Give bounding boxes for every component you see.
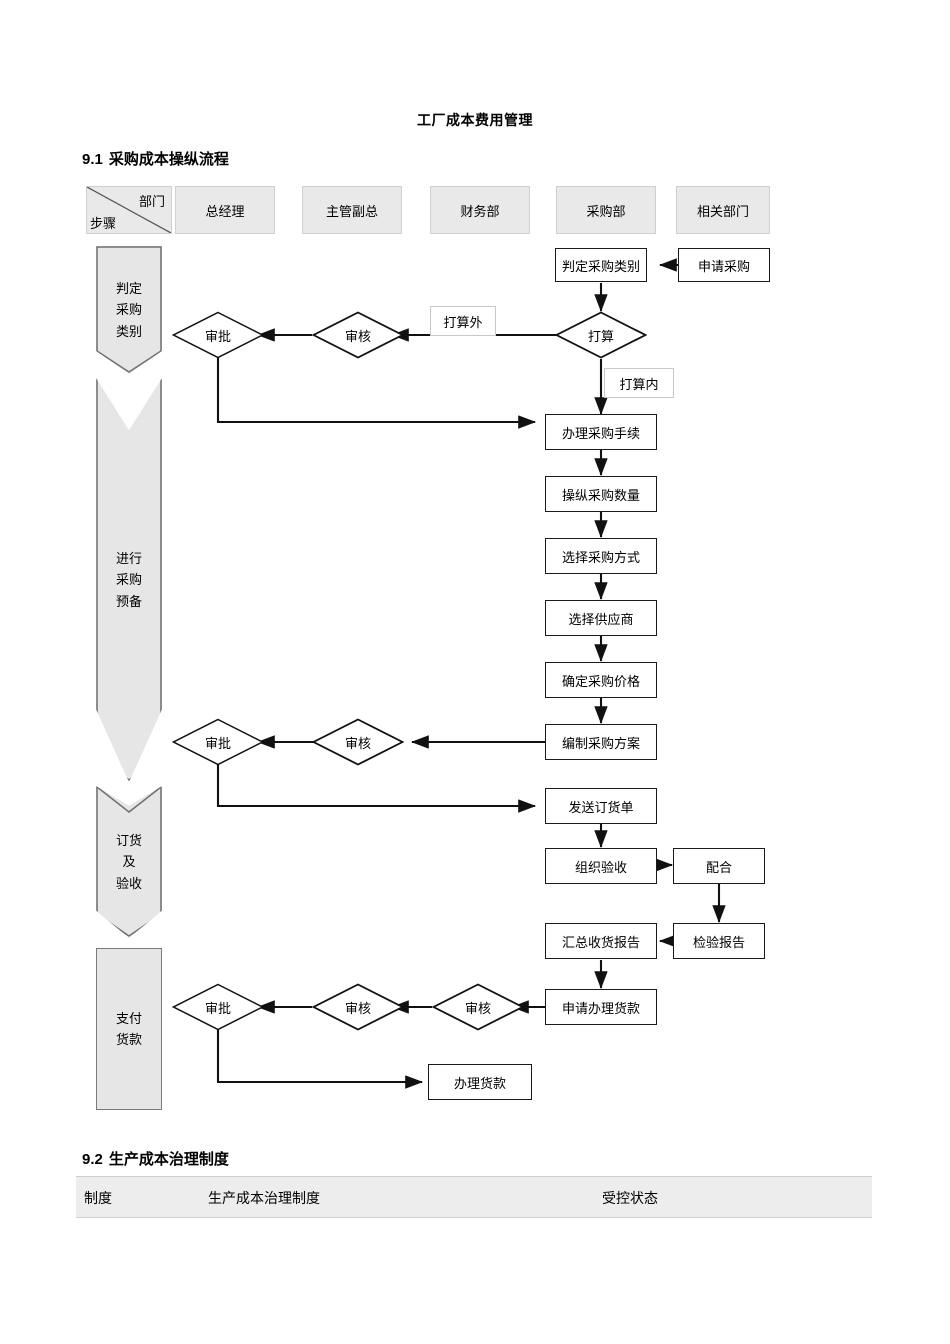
table-header-system: 制度 (84, 1190, 112, 1206)
diamond-shape-icon (432, 983, 524, 1031)
node-prepare-purchase-plan[interactable]: 编制采购方案 (545, 724, 657, 760)
decision-review-4[interactable]: 审核 (432, 983, 524, 1031)
table-header-controlled-status: 受控状态 (602, 1190, 658, 1206)
page-title: 工厂成本费用管理 (417, 112, 533, 128)
section-title-9-2: 生产成本治理制度 (108, 1151, 229, 1168)
step-label-line: 类别 (115, 323, 142, 339)
step-label-line: 判定 (115, 280, 142, 296)
decision-plan-label: 打算 (587, 328, 614, 344)
decision-review-2[interactable]: 审核 (312, 718, 404, 766)
corner-header-step-label: 步骤 (90, 216, 117, 231)
node-apply-payment[interactable]: 申请办理货款 (545, 989, 657, 1025)
step-label-line: 采购 (115, 302, 142, 318)
decision-plan[interactable]: 打算 (555, 311, 647, 359)
corner-header-department-label: 部门 (138, 194, 165, 209)
decision-review-3[interactable]: 审核 (312, 983, 404, 1031)
decision-review-1-label: 审核 (344, 328, 371, 344)
section-number-9-2: 9.2 (82, 1151, 103, 1168)
node-select-supplier[interactable]: 选择供应商 (545, 600, 657, 636)
node-confirm-purchase-price[interactable]: 确定采购价格 (545, 662, 657, 698)
step-block-order-acceptance: 订货 及 验收 (96, 786, 162, 938)
decision-approve-3-label: 审批 (204, 1000, 231, 1016)
step-block-purchase-prepare: 进行 采购 预备 (96, 378, 162, 782)
step-label-line: 订货 (115, 832, 142, 848)
decision-review-3-label: 审核 (344, 1000, 371, 1016)
node-judge-purchase-category[interactable]: 判定采购类别 (555, 248, 647, 282)
decision-approve-2[interactable]: 审批 (172, 718, 264, 766)
decision-approve-3[interactable]: 审批 (172, 983, 264, 1031)
section-title-9-1: 采购成本操纵流程 (108, 151, 229, 168)
decision-approve-1[interactable]: 审批 (172, 311, 264, 359)
section-heading-9-1: 9.1 采购成本操纵流程 (82, 148, 229, 169)
node-process-payment[interactable]: 办理货款 (428, 1064, 532, 1100)
flowchart-corner-header: 部门 步骤 (86, 186, 172, 234)
decision-review-1[interactable]: 审核 (312, 311, 404, 359)
branch-label-outside-plan: 打算外 (430, 306, 496, 336)
step-block-judge-category: 判定 采购 类别 (96, 246, 162, 374)
step-block-pay-goods: 支付 货款 (96, 948, 162, 1110)
decision-review-2-label: 审核 (344, 735, 371, 751)
table-header-system-name: 生产成本治理制度 (208, 1190, 320, 1206)
node-organize-acceptance[interactable]: 组织验收 (545, 848, 657, 884)
decision-review-4-label: 审核 (464, 1000, 491, 1016)
branch-label-inside-plan: 打算内 (604, 368, 674, 398)
step-label-line: 货款 (115, 1032, 142, 1047)
dept-header-supervising-vp: 主管副总 (302, 186, 402, 234)
decision-approve-2-label: 审批 (204, 735, 231, 751)
section-heading-9-2: 9.2 生产成本治理制度 (82, 1148, 229, 1169)
dept-header-related: 相关部门 (676, 186, 770, 234)
dept-header-finance: 财务部 (430, 186, 530, 234)
chevron-outline-icon (96, 246, 162, 373)
dept-header-purchasing: 采购部 (556, 186, 656, 234)
decision-approve-1-label: 审批 (204, 328, 231, 344)
section-number-9-1: 9.1 (82, 151, 103, 168)
node-handle-purchase-procedure[interactable]: 办理采购手续 (545, 414, 657, 450)
step-label-line: 及 (122, 854, 136, 870)
dept-header-general-manager: 总经理 (175, 186, 275, 234)
step-label-line: 验收 (115, 875, 142, 891)
diamond-shape-icon (555, 311, 647, 359)
node-control-purchase-quantity[interactable]: 操纵采购数量 (545, 476, 657, 512)
step-label-line: 进行 (115, 550, 142, 566)
node-cooperate[interactable]: 配合 (673, 848, 765, 884)
node-apply-purchase[interactable]: 申请采购 (678, 248, 770, 282)
production-cost-system-table: 制度 生产成本治理制度 受控状态 (76, 1176, 872, 1218)
node-select-purchase-method[interactable]: 选择采购方式 (545, 538, 657, 574)
step-label-line: 支付 (115, 1010, 142, 1026)
step-label-line: 预备 (115, 593, 142, 609)
step-label-line: 采购 (115, 572, 142, 588)
node-inspection-report[interactable]: 检验报告 (673, 923, 765, 959)
node-send-order-form[interactable]: 发送订货单 (545, 788, 657, 824)
node-summary-receipt-report[interactable]: 汇总收货报告 (545, 923, 657, 959)
diagonal-divider-icon (87, 187, 171, 233)
